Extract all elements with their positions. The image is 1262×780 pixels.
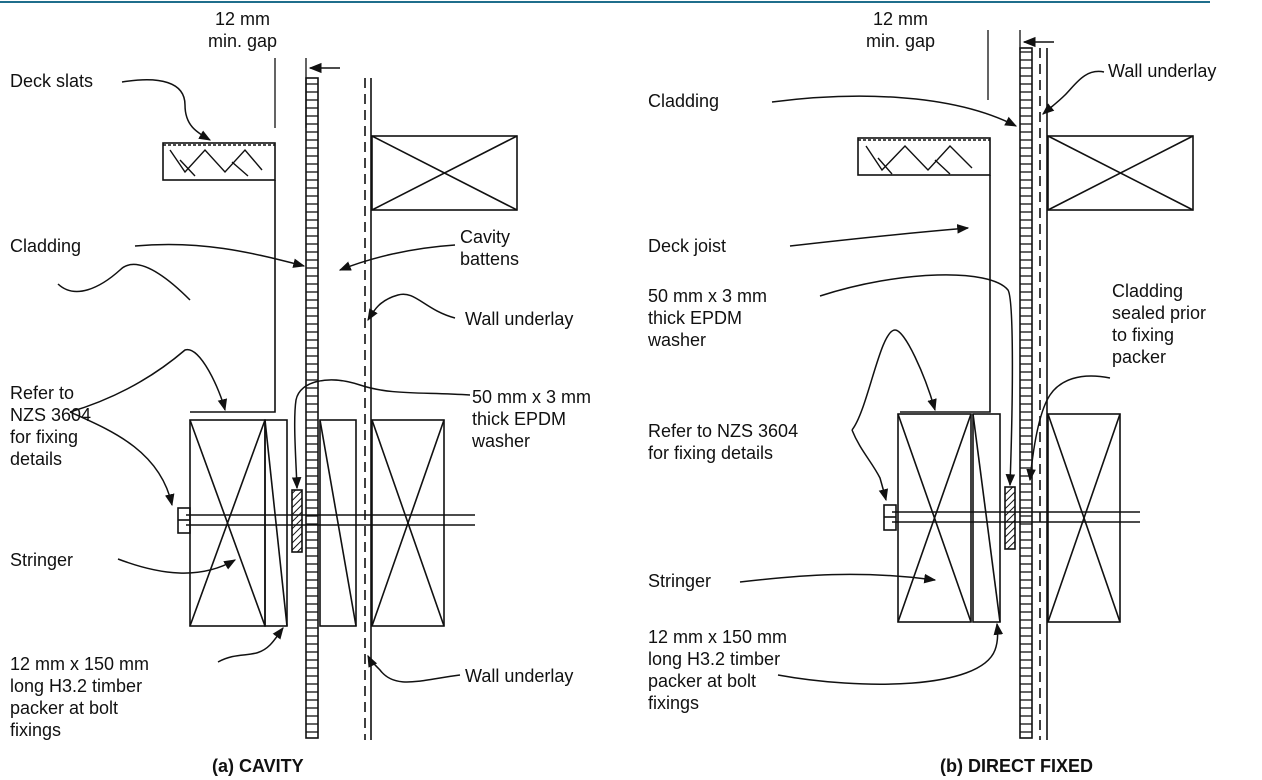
label-cladding-b: Cladding	[648, 91, 720, 111]
label-refer-b: Refer to NZS 3604 for fixing details	[648, 421, 799, 463]
label-wall-underlay-top-a: Wall underlay	[465, 309, 574, 329]
label-gap-a: 12 mm min. gap	[208, 9, 278, 51]
cladding-board-b	[1019, 47, 1033, 739]
label-gap-b: 12 mm min. gap	[866, 9, 936, 51]
label-deck-slats: Deck slats	[10, 71, 94, 91]
label-stringer-a: Stringer	[10, 550, 74, 570]
label-sealed: Cladding sealed prior to fixing packer	[1112, 281, 1207, 367]
label-stringer-b: Stringer	[648, 571, 712, 591]
stringer-b	[897, 413, 972, 623]
timber-packer	[264, 419, 288, 627]
wall-stud-b	[1047, 413, 1121, 623]
label-cavity-battens: Cavity battens	[460, 227, 520, 269]
wall-plate-b	[1047, 135, 1194, 211]
label-packer-a: 12 mm x 150 mm long H3.2 timber packer a…	[10, 654, 150, 740]
epdm-washer-b	[1004, 486, 1016, 550]
caption-cavity: (a) CAVITY	[212, 756, 304, 776]
gap-dimension	[274, 58, 340, 128]
label-washer-a: 50 mm x 3 mm thick EPDM washer	[472, 387, 592, 451]
epdm-washer	[291, 489, 303, 553]
label-refer-a: Refer to NZS 3604 for fixing details	[10, 383, 92, 469]
label-packer-b: 12 mm x 150 mm long H3.2 timber packer a…	[648, 627, 788, 713]
timber-packer-b	[972, 413, 1001, 623]
caption-direct-fixed: (b) DIRECT FIXED	[940, 756, 1093, 776]
label-wall-underlay-bottom-a: Wall underlay	[465, 666, 574, 686]
deck-slats	[162, 142, 276, 181]
deck-slats-b	[857, 137, 991, 176]
label-washer-b: 50 mm x 3 mm thick EPDM washer	[648, 286, 768, 350]
wall-stud	[371, 419, 445, 627]
label-cladding-a: Cladding	[10, 236, 82, 256]
bolt	[177, 507, 475, 534]
leaders-left	[57, 79, 471, 683]
wall-plate	[371, 135, 518, 211]
direct-fixed-detail	[739, 30, 1194, 740]
bolt-b	[883, 504, 1140, 531]
stringer	[189, 419, 266, 627]
batten-block	[319, 419, 357, 627]
gap-dimension-b	[987, 30, 1054, 100]
deck-joist	[190, 180, 276, 413]
label-wall-underlay-b: Wall underlay	[1108, 61, 1217, 81]
cladding-board	[305, 77, 319, 739]
cavity-detail	[57, 58, 518, 740]
label-deck-joist: Deck joist	[648, 236, 727, 256]
leaders-right	[739, 70, 1111, 685]
deck-joist-b	[900, 175, 991, 413]
